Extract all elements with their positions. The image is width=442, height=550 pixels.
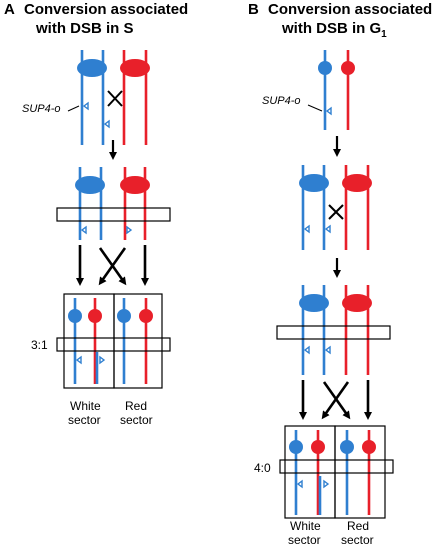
panel-a-white-sector-line2: sector <box>68 413 101 427</box>
sup4-marker-icon <box>303 345 310 355</box>
blue-centromere-icon <box>299 294 329 312</box>
marker-region-box <box>56 337 171 352</box>
panel-a-letter: A <box>4 1 15 18</box>
white-sector-box <box>284 425 336 519</box>
blue-centromere-icon <box>68 309 82 323</box>
marker-leader-line <box>307 104 323 112</box>
sup4-marker-icon <box>296 479 303 489</box>
panel-b-stage1-chromosomes <box>318 50 355 130</box>
red-centromere-icon <box>341 61 355 75</box>
panel-b-title-line2: with DSB in G <box>281 20 381 37</box>
dsb-cross-icon <box>107 90 123 107</box>
panel-a-red-sector-line2: sector <box>120 413 153 427</box>
marker-region-box <box>276 325 391 340</box>
blue-centromere-icon <box>117 309 131 323</box>
sup4-marker-icon <box>324 224 331 234</box>
blue-centromere-icon <box>318 61 332 75</box>
panel-b-marker-label: SUP4-o <box>262 95 301 107</box>
sup4-marker-icon <box>82 101 89 111</box>
red-centromere-icon <box>88 309 102 323</box>
panel-b-title-line1: Conversion associated <box>268 1 432 18</box>
sup4-marker-icon <box>103 119 110 129</box>
blue-centromere-icon <box>289 440 303 454</box>
red-centromere-icon <box>362 440 376 454</box>
panel-b-white-sector-line1: White <box>290 519 321 533</box>
panel-a-marker-label: SUP4-o <box>22 103 61 115</box>
blue-centromere-icon <box>299 174 329 192</box>
sup4-marker-icon <box>80 225 87 235</box>
panel-a-stage1-chromosomes <box>77 50 150 145</box>
panel-b-title-subscript: 1 <box>381 29 387 40</box>
red-centromere-icon <box>120 59 150 77</box>
panel-a-segregation-arrows <box>76 245 149 286</box>
blue-centromere-icon <box>75 176 105 194</box>
blue-centromere-icon <box>340 440 354 454</box>
panel-b-red-sector-line1: Red <box>347 519 369 533</box>
white-sector-box <box>63 293 115 389</box>
panel-b-ratio: 4:0 <box>254 461 271 475</box>
red-centromere-icon <box>342 174 372 192</box>
panel-a: A Conversion associated with DSB in S SU… <box>4 1 188 427</box>
blue-centromere-icon <box>77 59 107 77</box>
panel-b-stage3-chromosomes <box>276 285 391 375</box>
panel-b-letter: B <box>248 1 259 18</box>
sup4-marker-icon <box>324 345 331 355</box>
panel-a-ratio: 3:1 <box>31 338 48 352</box>
sup4-marker-icon <box>323 479 330 489</box>
marker-region-box <box>56 207 171 222</box>
red-centromere-icon <box>311 440 325 454</box>
panel-b-sectors <box>279 425 394 519</box>
panel-a-sectors <box>56 293 171 389</box>
sup4-marker-icon <box>75 355 82 365</box>
marker-region-box <box>279 459 394 474</box>
sup4-marker-icon <box>303 224 310 234</box>
svg-text:with DSB in G1: with DSB in G1 <box>281 20 387 40</box>
marker-leader-line <box>67 105 80 112</box>
sup4-marker-icon <box>325 106 332 116</box>
red-sector-box <box>113 293 163 389</box>
panel-a-red-sector-line1: Red <box>125 399 147 413</box>
sup4-marker-icon <box>99 355 106 365</box>
sup4-marker-icon <box>126 225 133 235</box>
panel-a-title-line2: with DSB in S <box>35 20 134 37</box>
panel-b-segregation-arrows <box>299 380 372 420</box>
panel-b: B Conversion associated with DSB in G1 S… <box>248 1 432 547</box>
dsb-cross-icon <box>328 204 344 220</box>
panel-b-stage2-chromosomes <box>299 165 372 250</box>
panel-b-red-sector-line2: sector <box>341 533 374 547</box>
red-centromere-icon <box>139 309 153 323</box>
panel-a-white-sector-line1: White <box>70 399 101 413</box>
panel-a-stage2-chromosomes <box>56 167 171 240</box>
panel-a-title-line1: Conversion associated <box>24 1 188 18</box>
red-centromere-icon <box>342 294 372 312</box>
red-sector-box <box>334 425 386 519</box>
red-centromere-icon <box>120 176 150 194</box>
panel-b-white-sector-line2: sector <box>288 533 321 547</box>
